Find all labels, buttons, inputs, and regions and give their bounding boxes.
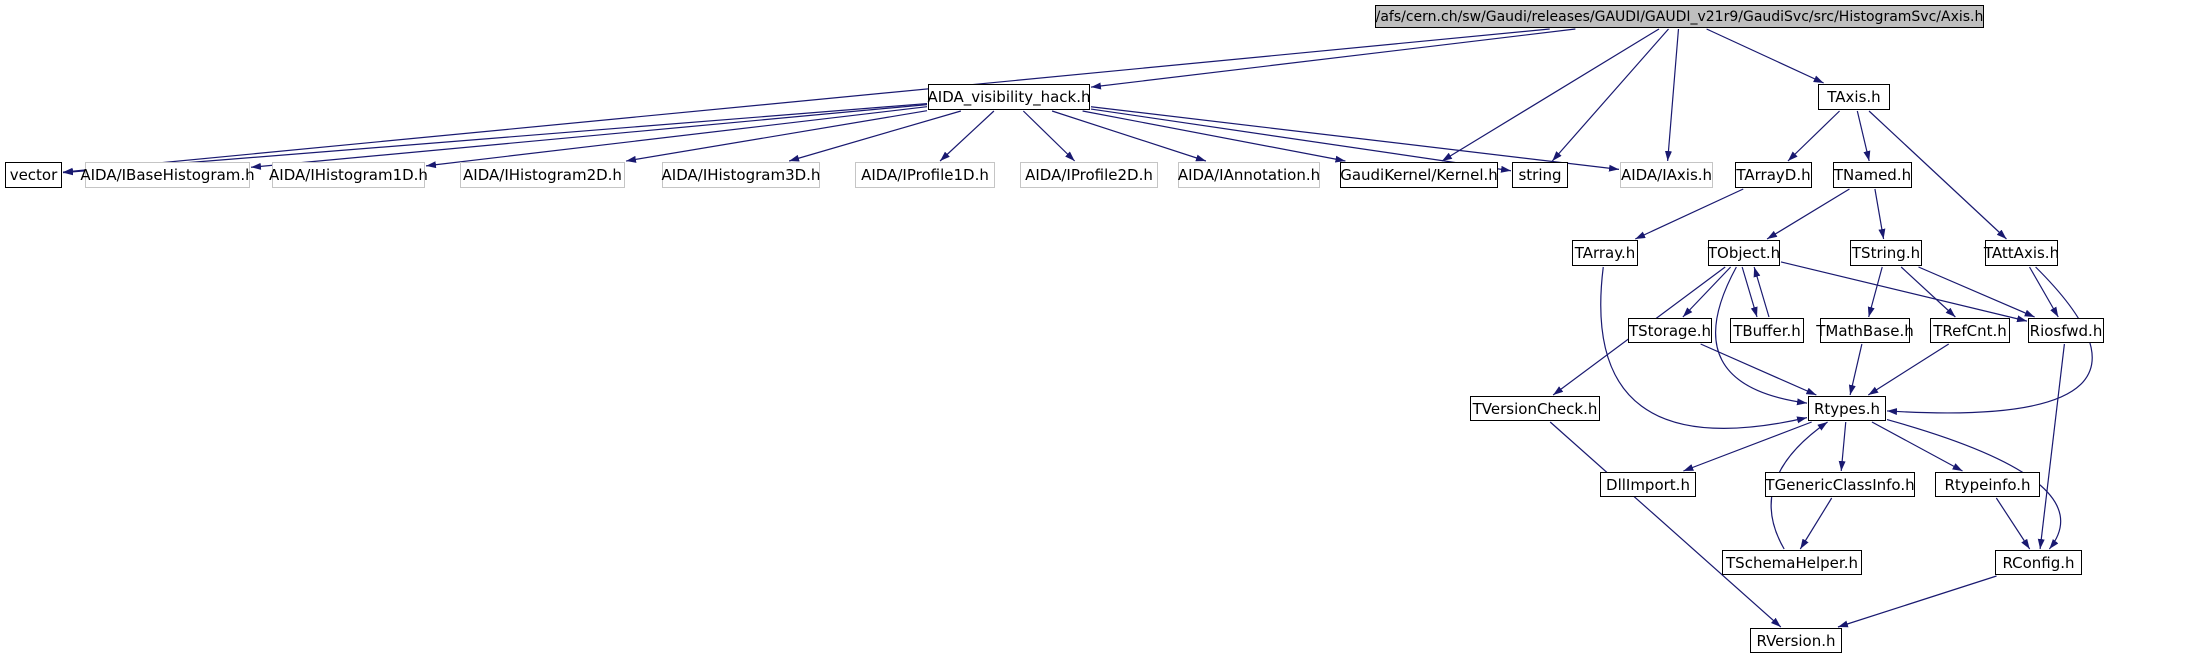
include-edge-hack-to-ibase [250,104,928,170]
graph-node-rtypeinfo[interactable]: Rtypeinfo.h [1935,472,2040,497]
include-edge-tarray-to-rtypes [1600,266,1808,429]
include-edge-rtypes-to-dllimport [1683,421,1812,472]
include-edge-tobject-to-riosfwd [1780,261,2028,323]
graph-node-rconfig[interactable]: RConfig.h [1995,550,2082,575]
include-edge-main-to-kernel [1441,28,1660,162]
graph-node-tmathbase[interactable]: TMathBase.h [1816,318,1914,343]
graph-node-rversion[interactable]: RVersion.h [1750,628,1842,653]
include-edge-tobject-to-rtypes [1715,266,1808,406]
graph-node-tarray[interactable]: TArray.h [1572,240,1638,266]
graph-node-dllimport[interactable]: DllImport.h [1600,472,1696,497]
graph-node-taxis[interactable]: TAxis.h [1818,84,1890,110]
include-edge-rtypes-to-rtypeinfo [1871,421,1963,472]
graph-node-ip1: AIDA/IProfile1D.h [855,162,995,188]
include-edge-hack-to-string [1090,108,1512,173]
graph-node-tstorage[interactable]: TStorage.h [1628,318,1712,343]
include-edge-tstring-to-riosfwd [1918,266,2035,318]
include-edge-hack-to-ih2 [625,110,928,163]
include-edge-hack-to-kernel [1082,110,1346,163]
include-edge-tobject-to-tstorage [1682,266,1732,318]
include-edge-tversioncheck-to-rversion [1549,421,1782,628]
graph-node-main: /afs/cern.ch/sw/Gaudi/releases/GAUDI/GAU… [1375,5,1984,28]
graph-node-trefcnt[interactable]: TRefCnt.h [1930,318,2010,343]
include-edge-rconfig-to-rversion [1837,575,1997,628]
graph-node-rtypes[interactable]: Rtypes.h [1808,396,1886,421]
include-edge-tstring-to-trefcnt [1900,266,1956,318]
include-edge-tobject-to-tbuffer [1741,266,1758,318]
include-edge-rtypeinfo-to-rconfig [1995,497,2031,550]
graph-node-tgeneric[interactable]: TGenericClassInfo.h [1765,472,1915,497]
graph-node-tarrayd[interactable]: TArrayD.h [1735,162,1812,188]
include-edge-main-to-string [1551,28,1669,162]
graph-node-ibase: AIDA/IBaseHistogram.h [80,162,255,188]
graph-node-hack[interactable]: AIDA_visibility_hack.h [928,84,1090,110]
include-edge-tnamed-to-tobject [1766,188,1850,240]
include-edge-taxis-to-tarrayd [1787,110,1840,162]
include-edge-hack-to-iann [1051,110,1207,162]
include-edge-main-to-hack [1090,28,1576,90]
graph-node-ih1: AIDA/IHistogram1D.h [269,162,428,188]
include-edge-hack-to-ih1 [425,106,928,169]
graph-node-ip2: AIDA/IProfile2D.h [1020,162,1158,188]
graph-node-string[interactable]: string [1512,162,1568,188]
include-edge-main-to-taxis [1706,28,1824,84]
graph-node-tobject[interactable]: TObject.h [1708,240,1780,266]
include-edge-tgeneric-to-tschemahelper [1799,497,1833,550]
graph-node-iaxis: AIDA/IAxis.h [1620,162,1713,188]
graph-node-tversioncheck[interactable]: TVersionCheck.h [1470,396,1600,421]
graph-node-tattaxis[interactable]: TAttAxis.h [1984,240,2059,266]
include-edge-tstring-to-tmathbase [1867,266,1883,318]
include-edge-hack-to-vector [62,102,928,176]
include-edge-tattaxis-to-riosfwd [2029,266,2059,318]
include-edge-taxis-to-tattaxis [1868,110,2007,240]
graph-node-tnamed[interactable]: TNamed.h [1833,162,1912,188]
include-edge-tbuffer-to-tobject [1753,266,1770,318]
include-edge-tattaxis-to-rtypes [1886,266,2093,416]
include-edge-hack-to-ip1 [939,110,995,162]
include-edge-hack-to-ip2 [1022,110,1076,162]
include-edge-main-to-iaxis [1664,28,1680,162]
include-edge-tarrayd-to-tarray [1634,188,1744,240]
include-edge-hack-to-iaxis [1090,106,1620,172]
graph-node-tstring[interactable]: TString.h [1850,240,1922,266]
graph-node-iann: AIDA/IAnnotation.h [1178,162,1320,188]
include-edge-rtypes-to-tgeneric [1838,421,1847,472]
graph-node-tschemahelper[interactable]: TSchemaHelper.h [1722,550,1862,575]
graph-node-vector[interactable]: vector [5,162,62,188]
include-edge-riosfwd-to-rconfig [2037,343,2065,550]
graph-node-ih3: AIDA/IHistogram3D.h [662,162,820,188]
include-edge-trefcnt-to-rtypes [1867,343,1950,396]
graph-node-tbuffer[interactable]: TBuffer.h [1730,318,1804,343]
include-edge-tmathbase-to-rtypes [1848,343,1863,396]
include-edge-tnamed-to-tstring [1874,188,1886,240]
graph-node-ih2: AIDA/IHistogram2D.h [460,162,625,188]
graph-node-riosfwd[interactable]: Riosfwd.h [2028,318,2104,343]
include-edge-tstorage-to-rtypes [1700,343,1817,396]
graph-node-kernel[interactable]: GaudiKernel/Kernel.h [1340,162,1498,188]
include-edge-taxis-to-tnamed [1856,110,1871,162]
include-edge-hack-to-ih3 [788,110,962,162]
include-edge-main-to-vector [62,28,1550,175]
